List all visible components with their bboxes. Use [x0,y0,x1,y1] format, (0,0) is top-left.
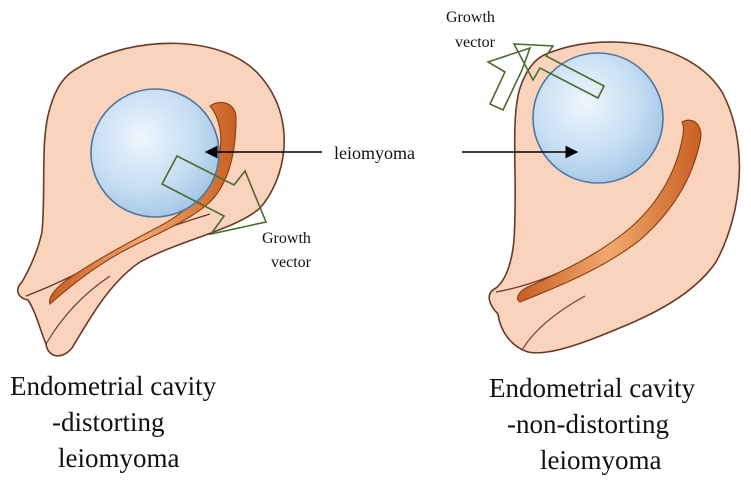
left-growth-label-line2: vector [271,254,312,271]
right-caption-line3: leiomyoma [540,445,661,475]
left-caption-line3: leiomyoma [58,443,179,473]
left-illustration: Growth vector [16,42,312,357]
right-growth-label-line2: vector [455,34,496,51]
left-caption-line2: -distorting [52,407,165,437]
right-caption-line1: Endometrial cavity [489,373,696,403]
right-cervix-fold-2 [521,295,586,351]
right-illustration: Growth vector [446,9,741,354]
left-growth-vector-arrow [160,154,268,236]
left-leiomyoma-sphere [90,88,220,218]
left-cervix-fold-2 [45,275,111,345]
right-endometrial-cavity [517,119,702,303]
left-caption: Endometrial cavity -distorting leiomyoma [10,371,217,473]
right-growth-label-line1: Growth [446,9,495,26]
right-growth-vector-arrow [512,43,606,100]
right-leiomyoma-sphere [532,52,664,184]
left-caption-line1: Endometrial cavity [10,371,217,401]
leiomyoma-label: leiomyoma [334,143,415,163]
right-caption-line2: -non-distorting [507,409,669,439]
right-caption: Endometrial cavity -non-distorting leiom… [489,373,696,475]
center-pointer: leiomyoma [204,143,579,163]
right-growth-vector-arrow-head [486,46,532,112]
left-growth-label-line1: Growth [262,230,311,247]
